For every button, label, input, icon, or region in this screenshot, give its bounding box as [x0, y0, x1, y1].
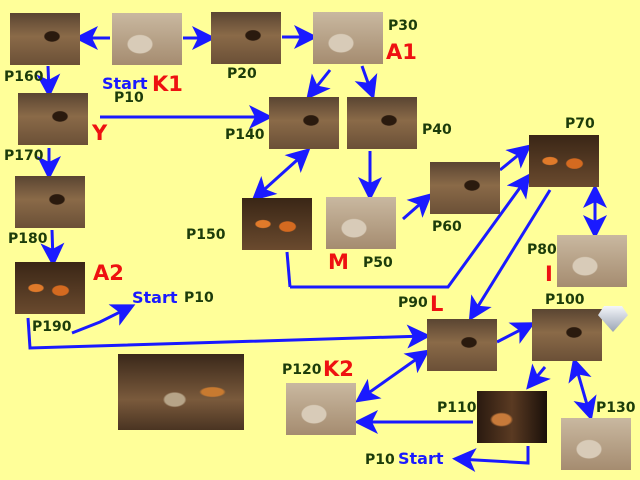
marker-y: Y	[92, 121, 108, 145]
room-p140-image[interactable]	[269, 97, 339, 149]
bidirectional-arrow	[251, 147, 311, 202]
room-p50-image[interactable]	[326, 197, 396, 249]
label-p50: P50	[363, 255, 393, 271]
marker-a2: A2	[93, 261, 124, 285]
start-label-bottom: Start	[398, 449, 444, 468]
label-p10-bottom: P10	[365, 452, 395, 468]
room-p180-image[interactable]	[15, 176, 85, 228]
label-p70: P70	[565, 116, 595, 132]
label-p140: P140	[225, 127, 265, 143]
label-p160: P160	[4, 69, 44, 85]
room-p150-image[interactable]	[242, 198, 312, 250]
arrow	[26, 317, 431, 350]
arrow	[36, 65, 61, 98]
room-p20-image[interactable]	[211, 12, 281, 64]
marker-i: I	[545, 262, 553, 286]
start-label: Start	[102, 74, 148, 93]
label-p10-mid: P10	[184, 290, 214, 306]
room-p160-image[interactable]	[10, 13, 80, 65]
marker-a1: A1	[386, 40, 417, 64]
room-p80-image[interactable]	[557, 235, 627, 287]
arrow	[452, 446, 530, 473]
start-label-mid: Start	[132, 288, 178, 307]
room-p100-image[interactable]	[532, 309, 602, 361]
arrow	[499, 144, 532, 172]
label-p20: P20	[227, 66, 257, 82]
arrow	[468, 189, 552, 322]
label-p40: P40	[422, 122, 452, 138]
marker-k1: K1	[152, 72, 183, 96]
room-p40-image[interactable]	[347, 97, 417, 149]
label-p10: P10	[114, 90, 144, 106]
room-p70-image[interactable]	[529, 135, 599, 187]
label-p180: P180	[8, 231, 48, 247]
room-p60-image[interactable]	[430, 162, 500, 214]
room-p130-image[interactable]	[561, 418, 631, 470]
arrow	[306, 69, 332, 100]
label-p80: P80	[527, 242, 557, 258]
arrow	[40, 229, 65, 267]
room-p30-image[interactable]	[313, 12, 383, 64]
arrow	[354, 65, 378, 100]
room-p120-image[interactable]	[286, 383, 356, 435]
arrow	[496, 322, 536, 344]
label-p190: P190	[32, 319, 72, 335]
arrow	[526, 363, 551, 390]
label-p170: P170	[4, 148, 44, 164]
label-p150: P150	[186, 227, 226, 243]
label-p120: P120	[282, 362, 322, 378]
label-p60: P60	[432, 219, 462, 235]
label-p90: P90	[398, 295, 428, 311]
arrow	[290, 173, 531, 289]
bidirectional-arrow	[355, 349, 430, 403]
marker-k2: K2	[323, 357, 354, 381]
arrow	[285, 251, 292, 288]
label-p30: P30	[388, 18, 418, 34]
room-p90-image[interactable]	[427, 319, 497, 371]
room-p110-image[interactable]	[477, 391, 547, 443]
room-p190-image[interactable]	[15, 262, 85, 314]
room-p170-image[interactable]	[18, 93, 88, 145]
room-p10-image[interactable]	[112, 13, 182, 65]
arrow	[71, 304, 136, 335]
arrow	[402, 193, 433, 221]
label-p110: P110	[437, 400, 477, 416]
bidirectional-arrow	[568, 357, 597, 421]
featured-cave-image	[118, 354, 244, 430]
label-p100: P100	[545, 292, 585, 308]
label-p130: P130	[596, 400, 636, 416]
marker-m: M	[328, 250, 349, 274]
marker-l: L	[430, 292, 444, 316]
